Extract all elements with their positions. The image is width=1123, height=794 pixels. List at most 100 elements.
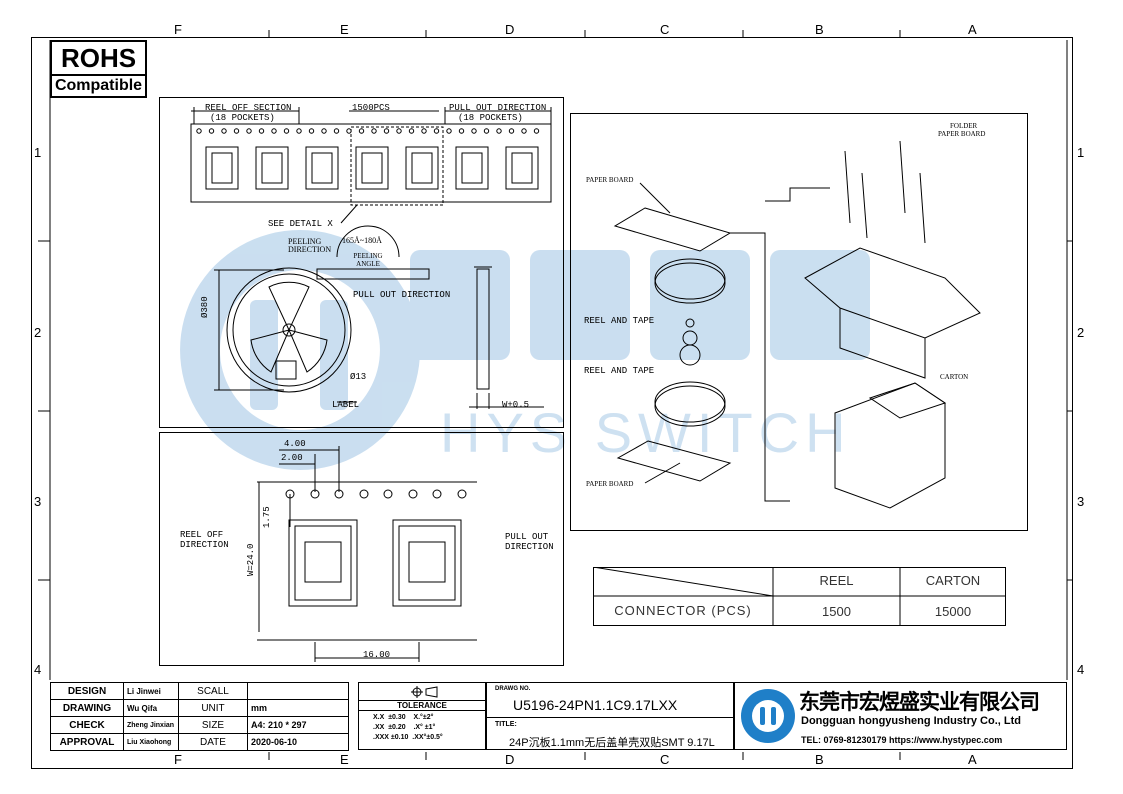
sprocket-hole [396,128,402,134]
zone-col-bottom: A [968,752,977,767]
sprocket-hole [408,128,415,134]
drawing-number-block: DRAWG NO. U5196-24PN1.1C9.17LXX TITLE: 2… [486,682,734,750]
qty-row-label: CONNECTOR (PCS) [614,603,752,618]
peeling-angle-label: PEELING ANGLE [353,252,383,268]
sprocket-hole [371,128,377,134]
reel-off-dir: REEL OFF [180,530,224,540]
reel-off-sub: (18 POCKETS) [210,113,275,123]
sprocket-hole [221,128,227,134]
zone-col-bottom: F [174,752,182,767]
zone-row-right: 4 [1077,662,1085,677]
sprocket-hole [233,128,240,134]
design-name: Li Jinwei [123,682,179,700]
tolerance-block: TOLERANCE X.X ±0.30 X.°±2° .XX ±0.20 .X°… [358,682,486,750]
zone-row-left: 2 [34,325,42,340]
scale-label: SCALL [178,682,248,700]
zone-col-bottom: E [340,752,349,767]
company-name-en: Dongguan hongyusheng Industry Co., Ltd [801,715,1021,727]
date-label: DATE [178,733,248,751]
dim-1-75: 1.75 [262,506,272,528]
size-value: A4: 210 * 297 [247,716,349,734]
zone-col-top: F [174,22,182,37]
folder-paper-board-label: PAPER BOARD [938,130,986,138]
rohs-badge: ROHS Compatible [50,40,147,98]
sprocket-hole [458,128,465,134]
carton-label: CARTON [940,373,969,381]
title-label: TITLE: [495,721,517,728]
reel-off-label: REEL OFF SECTION [205,103,292,113]
tape-reel-panel [159,97,564,428]
reel-tape-label-2: REEL AND TAPE [584,366,655,376]
projection-symbol-icon [411,686,438,698]
sprocket-hole [321,128,327,134]
tol-b: ±0.10 [390,734,409,741]
drawing-frame [31,37,1073,769]
company-logo-icon [741,689,795,743]
zone-col-top: E [340,22,349,37]
qty-header-reel: REEL [819,573,854,588]
tolerance-title: TOLERANCE [359,700,485,711]
company-contact: TEL: 0769-81230179 https://www.hystypec.… [801,735,1003,745]
check-name: Zheng Jinxian [123,716,179,734]
paper-board-label-2: PAPER BOARD [586,480,634,488]
zone-row-right: 3 [1077,494,1085,509]
diameter-13: Ø13 [350,372,367,382]
zone-col-bottom: C [660,752,670,767]
tol-a: .XX [373,724,385,731]
sprocket-hole [196,128,202,134]
folder-label: FOLDER [950,122,978,130]
sprocket-hole [433,128,440,134]
qty-carton-value: 15000 [934,604,972,619]
count-label: 1500PCS [352,103,390,113]
company-block: 东莞市宏煜盛实业有限公司 Dongguan hongyusheng Indust… [734,682,1067,750]
design-label: DESIGN [50,682,124,700]
qty-header-carton: CARTON [925,573,981,588]
zone-col-top: D [505,22,515,37]
sprocket-hole [246,128,252,134]
paper-board-label-1: PAPER BOARD [586,176,634,184]
dim-16-00: 16.00 [363,650,391,660]
peeling-direction-label: PEELING DIRECTION [288,237,332,254]
zone-row-right: 1 [1077,145,1085,160]
reel-tape-label-1: REEL AND TAPE [584,316,655,326]
tol-a: .XXX [373,734,389,741]
sprocket-hole [446,128,452,134]
reel-off-dir2: DIRECTION [180,540,229,550]
check-label: CHECK [50,716,124,734]
unit-value: mm [247,699,349,717]
see-detail-label: SEE DETAIL X [268,219,333,229]
rohs-subtitle: Compatible [52,74,145,96]
title-divider [487,717,733,718]
tol-b: ±0.20 [388,724,406,731]
tape-reel-drawing [190,107,552,409]
zone-col-top: B [815,22,824,37]
peeling-angle-value: 165Å~180Å [342,236,382,245]
size-label: SIZE [178,716,248,734]
sprocket-hole [508,128,515,134]
approval-label: APPROVAL [50,733,124,751]
title-text: 24P沉板1.1mm无后盖单壳双贴SMT 9.17L [509,737,715,749]
sprocket-hole [483,128,490,134]
tol-c: .X° ±1° [413,724,436,731]
zone-col-top: A [968,22,977,37]
qty-table-lines [593,567,1006,626]
sprocket-hole [283,128,290,134]
zone-row-left: 3 [34,494,42,509]
sprocket-hole [471,128,477,134]
label-text: LABEL [332,400,360,410]
unit-label: UNIT [178,699,248,717]
diameter-380: Ø380 [200,296,210,318]
sprocket-hole [521,128,527,134]
pull-out-direction-label: PULL OUT DIRECTION [353,290,451,300]
packing-panel [570,113,1028,531]
tol-b: ±0.30 [388,714,406,721]
dim-w-24: W=24.0 [246,543,256,576]
dim-2-00: 2.00 [281,453,303,463]
zone-row-right: 2 [1077,325,1085,340]
drawing-name: Wu Qifa [123,699,179,717]
sprocket-hole [296,128,302,134]
sprocket-hole [258,128,265,134]
detail-drawing [257,446,477,662]
packing-drawing [613,140,981,509]
